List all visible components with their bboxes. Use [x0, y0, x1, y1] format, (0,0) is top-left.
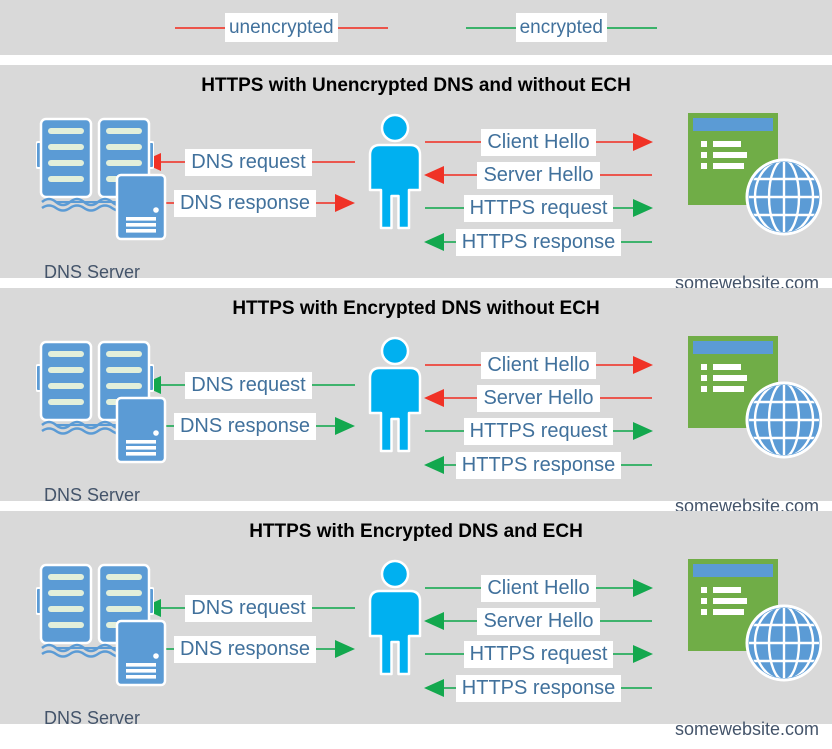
arrow-label: Server Hello [477, 384, 600, 412]
unencrypted-line-icon [337, 26, 388, 29]
arrowhead-icon [633, 645, 653, 663]
arrow-label: HTTPS request [463, 640, 614, 668]
dns-server-entity: DNS Server [28, 556, 198, 728]
user-person-icon [368, 559, 422, 676]
arrow-dns-request: DNS request [141, 593, 355, 623]
arrowhead-icon [335, 194, 355, 212]
arrowhead-icon [424, 612, 444, 630]
arrow-label: HTTPS request [463, 417, 614, 445]
website-entity: somewebsite.com [675, 336, 828, 526]
arrow-client-hello: Client Hello [425, 127, 653, 157]
arrow-label: Client Hello [481, 574, 596, 602]
dns-connector-line [55, 647, 117, 649]
dns-server-label: DNS Server [44, 485, 141, 505]
encrypted-line-icon [607, 26, 658, 29]
dns-server-entity: DNS Server [28, 333, 198, 505]
panel-title: HTTPS with Encrypted DNS without ECH [232, 298, 600, 319]
dns-server-label: DNS Server [44, 262, 141, 282]
arrow-label: DNS response [173, 412, 317, 440]
arrowhead-icon [424, 166, 444, 184]
panel-unencrypted-dns-no-ech: HTTPS with Unencrypted DNS and without E… [0, 65, 832, 293]
website-entity: somewebsite.com [675, 113, 828, 303]
arrow-https-response: HTTPS response [424, 450, 652, 480]
unencrypted-line-icon [174, 26, 225, 29]
dns-server-icon [115, 396, 167, 464]
arrowhead-icon [424, 456, 444, 474]
arrow-label: DNS request [185, 148, 312, 176]
arrowhead-icon [335, 417, 355, 435]
arrow-https-request: HTTPS request [425, 639, 653, 669]
arrow-server-hello: Server Hello [424, 606, 652, 636]
arrowhead-icon [633, 579, 653, 597]
arrow-client-hello: Client Hello [425, 573, 653, 603]
website-icon [688, 336, 823, 459]
user-person-icon [368, 113, 422, 230]
legend-encrypted: encrypted [465, 13, 658, 42]
panel-encrypted-dns-no-ech: HTTPS with Encrypted DNS without ECH [0, 288, 832, 516]
arrow-label: DNS request [185, 371, 312, 399]
arrowhead-icon [633, 199, 653, 217]
arrow-label: HTTPS request [463, 194, 614, 222]
dns-server-label: DNS Server [44, 708, 141, 728]
legend-encrypted-label: encrypted [515, 13, 608, 42]
arrowhead-icon [335, 640, 355, 658]
dns-connector-line [55, 424, 117, 426]
website-label: somewebsite.com [674, 719, 820, 739]
arrow-label: HTTPS response [455, 228, 622, 256]
panel-title: HTTPS with Encrypted DNS and ECH [249, 521, 583, 542]
arrowhead-icon [424, 679, 444, 697]
dns-book-icon [36, 340, 154, 435]
arrow-https-response: HTTPS response [424, 227, 652, 257]
arrowhead-icon [633, 356, 653, 374]
arrow-label: Client Hello [481, 351, 596, 379]
dns-connector-line [55, 201, 117, 203]
arrow-https-response: HTTPS response [424, 673, 652, 703]
legend-unencrypted: unencrypted [174, 13, 388, 42]
arrowhead-icon [424, 233, 444, 251]
arrowhead-icon [633, 133, 653, 151]
arrow-dns-response: DNS response [136, 634, 355, 664]
dns-server-entity: DNS Server [28, 110, 198, 282]
arrow-server-hello: Server Hello [424, 383, 652, 413]
dns-server-icon [115, 173, 167, 241]
arrow-dns-response: DNS response [136, 411, 355, 441]
arrow-label: DNS response [173, 635, 317, 663]
arrow-client-hello: Client Hello [425, 350, 653, 380]
panel-title: HTTPS with Unencrypted DNS and without E… [201, 75, 631, 96]
arrow-dns-request: DNS request [141, 147, 355, 177]
arrow-label: DNS response [173, 189, 317, 217]
arrow-https-request: HTTPS request [425, 193, 653, 223]
arrow-dns-request: DNS request [141, 370, 355, 400]
website-icon [688, 113, 823, 236]
arrow-label: HTTPS response [455, 674, 622, 702]
arrow-label: Client Hello [481, 128, 596, 156]
legend-unencrypted-label: unencrypted [224, 13, 338, 42]
arrow-dns-response: DNS response [136, 188, 355, 218]
arrow-https-request: HTTPS request [425, 416, 653, 446]
arrowhead-icon [633, 422, 653, 440]
arrowhead-icon [424, 389, 444, 407]
arrow-label: Server Hello [477, 607, 600, 635]
arrow-label: Server Hello [477, 161, 600, 189]
arrow-label: DNS request [185, 594, 312, 622]
legend-bar: unencrypted encrypted [0, 0, 832, 55]
website-icon [688, 559, 823, 682]
arrow-server-hello: Server Hello [424, 160, 652, 190]
panel-encrypted-dns-and-ech: HTTPS with Encrypted DNS and ECH [0, 511, 832, 739]
arrow-label: HTTPS response [455, 451, 622, 479]
website-entity: somewebsite.com [675, 559, 828, 749]
user-person-icon [368, 336, 422, 453]
encrypted-line-icon [465, 26, 516, 29]
dns-server-icon [115, 619, 167, 687]
